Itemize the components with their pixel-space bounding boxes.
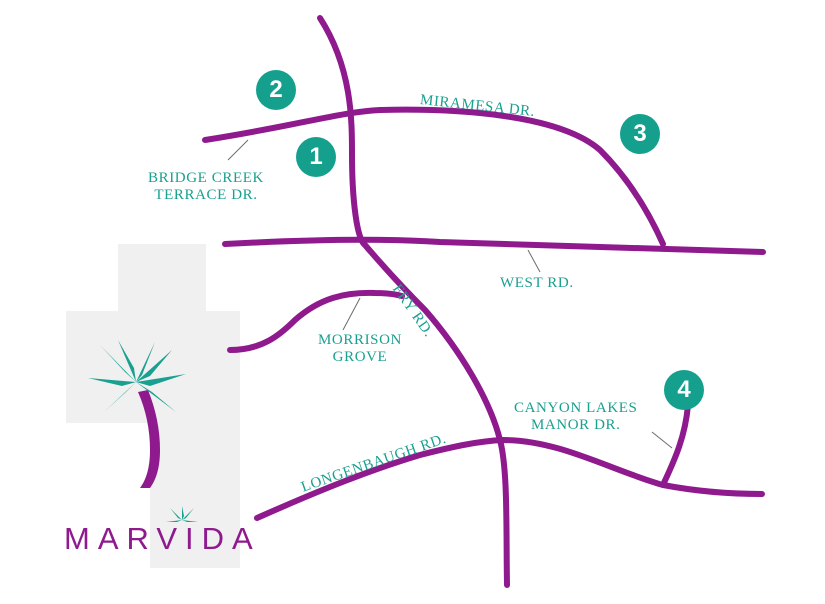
bridge-creek-line2: TERRACE DR. [154, 187, 258, 203]
location-marker-3[interactable]: 3 [620, 114, 660, 154]
bridge-creek-label: BRIDGE CREEK TERRACE DR. [148, 170, 264, 204]
miramesa-dr [202, 106, 666, 247]
canyon-line1: CANYON LAKES [514, 400, 638, 416]
leader-west [527, 249, 541, 273]
canyon-line2: MANOR DR. [530, 417, 621, 433]
morrison-line1: MORRISON [318, 332, 402, 348]
leader-morrison [342, 297, 361, 331]
leader-canyon [651, 431, 673, 449]
leader-bridge-creek [227, 139, 249, 161]
bridge-creek-line1: BRIDGE CREEK [148, 170, 264, 186]
canyon-lakes-manor-dr [660, 402, 691, 488]
fry-rd [317, 15, 510, 588]
marvida-logo-text: MARVIDA [64, 521, 261, 556]
west-rd [222, 236, 766, 255]
location-marker-2[interactable]: 2 [256, 70, 296, 110]
location-marker-4[interactable]: 4 [664, 370, 704, 410]
morrison-label: MORRISON GROVE [318, 332, 402, 366]
location-marker-1[interactable]: 1 [296, 137, 336, 177]
morrison-line2: GROVE [332, 349, 388, 365]
canyon-lakes-label: CANYON LAKES MANOR DR. [514, 400, 637, 434]
morrison-grove [227, 289, 405, 353]
longenbaugh-rd [254, 437, 765, 521]
palm-tree-icon [88, 340, 198, 522]
west-label: WEST RD. [500, 275, 574, 291]
